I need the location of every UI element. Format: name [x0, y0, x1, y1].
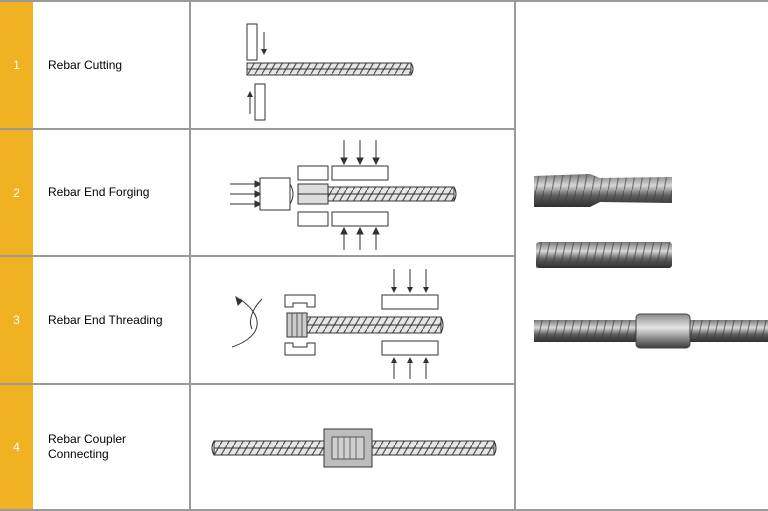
lower-die-small	[297, 211, 329, 227]
forged-rebar	[297, 183, 457, 205]
step-number-3: 3	[0, 257, 33, 383]
rebar-product-photo	[520, 150, 768, 365]
table-border-top	[0, 0, 768, 2]
forging-press	[259, 177, 291, 211]
threaded-rebar	[286, 312, 444, 338]
col-divider-label	[189, 0, 191, 511]
right-rebar	[371, 440, 497, 456]
step-number-4: 4	[0, 385, 33, 509]
rebar-bar	[246, 62, 414, 76]
lower-die	[381, 340, 439, 356]
col-divider-photo	[514, 0, 516, 511]
row-divider-2	[0, 255, 516, 257]
forging-diagram	[192, 130, 514, 255]
table-border-bottom	[0, 509, 768, 511]
coupler-photo	[635, 313, 691, 349]
lower-blade	[254, 83, 266, 121]
coupled-rebar-photo	[534, 313, 768, 349]
step-label-4: Rebar Coupler Connecting	[48, 432, 127, 461]
coupler-sleeve	[323, 428, 373, 468]
step-number-1: 1	[0, 2, 33, 128]
upper-die	[331, 165, 389, 181]
upper-blade	[246, 23, 258, 61]
step-label-3: Rebar End Threading	[48, 312, 163, 327]
step-number-2: 2	[0, 130, 33, 255]
forged-rebar-photo	[534, 174, 672, 207]
row-divider-1	[0, 128, 516, 130]
step-label-2: Rebar End Forging	[48, 185, 150, 199]
left-rebar	[211, 440, 327, 456]
lower-die	[331, 211, 389, 227]
upper-die	[381, 294, 439, 310]
step-label-1: Rebar Cutting	[48, 57, 123, 72]
upper-die-small	[297, 165, 329, 181]
threading-diagram	[192, 257, 514, 383]
lower-clamp	[284, 342, 316, 356]
row-divider-3	[0, 383, 516, 385]
upper-clamp	[284, 294, 316, 308]
cutting-diagram	[192, 2, 514, 128]
threaded-rebar-photo	[536, 242, 672, 268]
rotation-arrow	[231, 298, 258, 348]
coupler-diagram	[192, 385, 514, 509]
